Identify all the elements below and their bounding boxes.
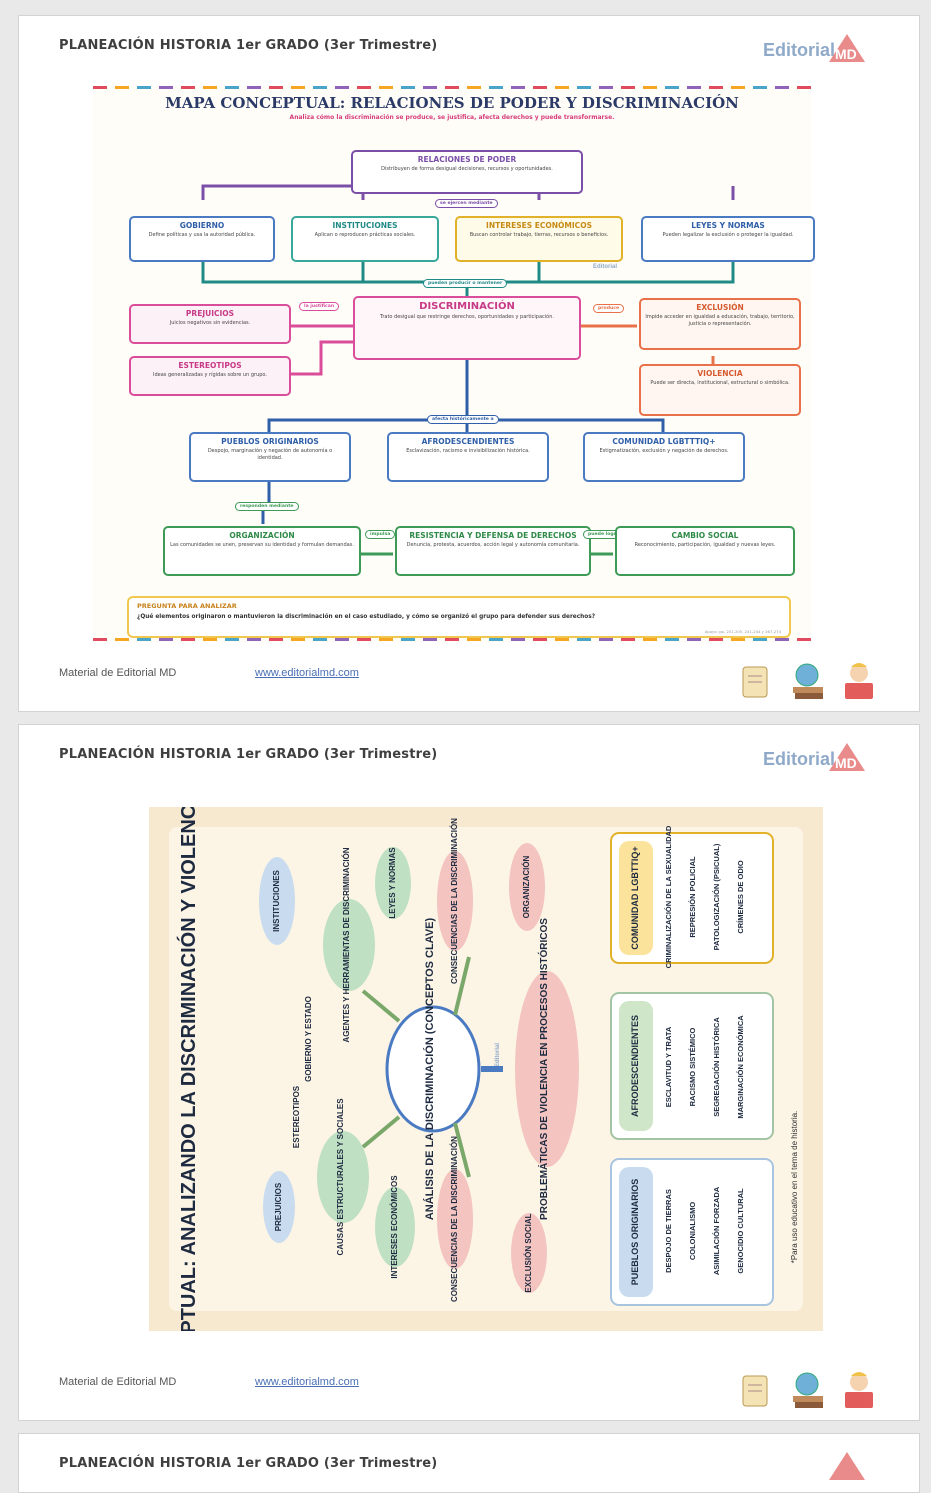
svg-text:CRIMINALIZACIÓN DE LA SEXUALID: CRIMINALIZACIÓN DE LA SEXUALIDAD [664,825,673,968]
svg-text:CAUSAS ESTRUCTURALES Y SOCIALE: CAUSAS ESTRUCTURALES Y SOCIALES [336,1098,345,1256]
center-node: ANÁLISIS DE LA DISCRIMINACIÓN (CONCEPTOS… [423,918,436,1221]
svg-text:AGENTES Y HERRAMIENTAS DE DISC: AGENTES Y HERRAMIENTAS DE DISCRIMINACIÓN [342,847,351,1042]
link-impulsa: impulsa [365,530,396,539]
svg-text:ESTEREOTIPOS: ESTEREOTIPOS [292,1085,301,1148]
dashed-border-bottom [93,638,811,641]
svg-text:PREJUICIOS: PREJUICIOS [274,1182,283,1231]
svg-text:ORGANIZACIÓN: ORGANIZACIÓN [522,855,531,918]
svg-text:LEYES Y NORMAS: LEYES Y NORMAS [388,847,397,919]
page-header-title: PLANEACIÓN HISTORIA 1er GRADO (3er Trime… [59,1456,438,1471]
svg-text:GOBIERNO Y ESTADO: GOBIERNO Y ESTADO [304,996,313,1082]
question-title: PREGUNTA PARA ANALIZAR [137,602,237,610]
svg-text:DESPOJO DE TIERRAS: DESPOJO DE TIERRAS [664,1189,673,1273]
svg-text:CONSECUENCIAS DE LA DISCRIMINA: CONSECUENCIAS DE LA DISCRIMINACIÓN [450,818,459,984]
svg-text:RACISMO SISTÉMICO: RACISMO SISTÉMICO [688,1027,697,1106]
concept-map-title: MAPA CONCEPTUAL: RELACIONES DE PODER Y D… [165,94,739,112]
logo-text: Editorial [762,749,835,769]
svg-text:MD: MD [835,755,857,771]
svg-text:ESCLAVITUD Y TRATA: ESCLAVITUD Y TRATA [664,1026,673,1107]
poster-drawing: MAPA CONCEPTUAL: ANALIZANDO LA DISCRIMIN… [176,807,799,1331]
svg-text:CONSECUENCIAS DE LA DISCRIMINA: CONSECUENCIAS DE LA DISCRIMINACIÓN [450,1136,459,1302]
scroll-icon [742,666,768,698]
link-responden: responden mediante [235,502,299,511]
svg-text:COMUNIDAD LGBTTIQ+: COMUNIDAD LGBTTIQ+ [630,846,640,949]
link-ejercen: se ejercen mediante [435,199,498,208]
svg-text:REPRESIÓN POLICIAL: REPRESIÓN POLICIAL [688,856,697,938]
link-afecta: afecta históricamente a [427,415,499,424]
footer-icons [742,663,873,699]
svg-text:EXCLUSIÓN SOCIAL: EXCLUSIÓN SOCIAL [524,1213,533,1292]
svg-text:*Para uso educativo en el tema: *Para uso educativo en el tema de histor… [790,1111,799,1264]
globe-books-icon [793,1372,823,1408]
svg-text:COLONIALISMO: COLONIALISMO [688,1202,697,1260]
watermark-text: Editorial [593,264,618,270]
footer-material: Material de Editorial MD [59,667,177,679]
logo-text: Editorial [762,40,835,60]
editorial-md-logo-icon: MD [829,743,865,771]
svg-text:SEGREGACIÓN HISTÓRICA: SEGREGACIÓN HISTÓRICA [712,1017,721,1117]
footer-url-link[interactable]: www.editorialmd.com [255,667,359,679]
editorial-md-logo-icon [829,1452,865,1480]
footer-material: Material de Editorial MD [59,1376,177,1388]
scroll-icon [742,1375,768,1407]
svg-text:INTERESES ECONÓMICOS: INTERESES ECONÓMICOS [390,1175,399,1279]
svg-text:PROBLEMÁTICAS DE VIOLENCIA EN: PROBLEMÁTICAS DE VIOLENCIA EN PROCESOS H… [537,918,550,1220]
svg-text:ASIMILACIÓN FORZADA: ASIMILACIÓN FORZADA [712,1186,721,1275]
footer-icons [742,1372,873,1408]
question-text: ¿Qué elementos originaron o mantuvieron … [137,614,596,620]
svg-text:INSTITUCIONES: INSTITUCIONES [272,869,281,931]
page-1: PLANEACIÓN HISTORIA 1er GRADO (3er Trime… [18,15,920,712]
node-lgbt: COMUNIDAD LGBTTTIQ+Estigmatización, excl… [583,432,745,482]
svg-text:GENOCIDIO CULTURAL: GENOCIDIO CULTURAL [736,1188,745,1274]
reader-child-icon [845,663,873,699]
svg-text:AFRODESCENDIENTES: AFRODESCENDIENTES [630,1015,640,1117]
question-box: PREGUNTA PARA ANALIZAR ¿Qué elementos or… [127,596,791,638]
page-3: PLANEACIÓN HISTORIA 1er GRADO (3er Trime… [18,1433,920,1493]
footer-url-link[interactable]: www.editorialmd.com [255,1376,359,1388]
svg-text:Editorial: Editorial [495,1043,501,1067]
editorial-md-logo-icon: MD [829,34,865,62]
question-support: Apoyo: pp. 201-205, 241-244 y 267-274 [704,629,781,634]
concept-map-power-relations: MAPA CONCEPTUAL: RELACIONES DE PODER Y D… [93,86,815,642]
poster-title: MAPA CONCEPTUAL: ANALIZANDO LA DISCRIMIN… [176,807,200,1331]
page-2: PLANEACIÓN HISTORIA 1er GRADO (3er Trime… [18,724,920,1421]
link-pueden: pueden producir o mantener [423,279,508,288]
link-produce: produce [593,304,625,313]
concept-map-subtitle: Analiza cómo la discriminación se produc… [289,114,615,121]
svg-text:CRÍMENES DE ODIO: CRÍMENES DE ODIO [736,860,745,934]
concept-map-poster: MAPA CONCEPTUAL: ANALIZANDO LA DISCRIMIN… [149,807,823,1331]
reader-child-icon [845,1372,873,1408]
svg-text:PATOLOGIZACIÓN (PSICUAL): PATOLOGIZACIÓN (PSICUAL) [712,843,721,950]
page-header-title: PLANEACIÓN HISTORIA 1er GRADO (3er Trime… [59,38,438,53]
node-agentes-bg [323,899,375,991]
svg-text:MARGINACIÓN ECONÓMICA: MARGINACIÓN ECONÓMICA [736,1015,745,1119]
link-justifican: la justifican [299,302,340,311]
svg-text:PUEBLOS ORIGINARIOS: PUEBLOS ORIGINARIOS [630,1179,640,1286]
page-header-title: PLANEACIÓN HISTORIA 1er GRADO (3er Trime… [59,747,438,762]
svg-text:MD: MD [835,46,857,62]
dashed-border-top [93,86,811,89]
globe-books-icon [793,663,823,699]
